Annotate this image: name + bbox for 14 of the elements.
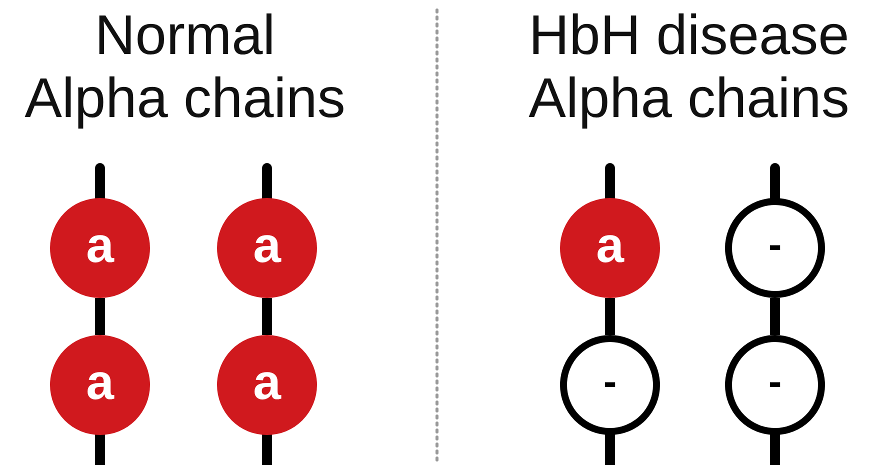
gene-label: a xyxy=(86,357,114,407)
chromosome-line xyxy=(262,298,272,335)
gene-label: - xyxy=(768,362,782,402)
gene-label: a xyxy=(596,220,624,270)
heading: Normal Alpha chains xyxy=(24,4,346,130)
gene-label: a xyxy=(253,220,281,270)
gene-label: - xyxy=(768,225,782,265)
chromosome-line xyxy=(770,298,780,335)
gene-label: - xyxy=(603,362,617,402)
chromosome-line xyxy=(605,298,615,335)
heading: HbH disease Alpha chains xyxy=(528,4,850,130)
gene-label: a xyxy=(86,220,114,270)
chromosome-line xyxy=(95,298,105,335)
gene-label: a xyxy=(253,357,281,407)
